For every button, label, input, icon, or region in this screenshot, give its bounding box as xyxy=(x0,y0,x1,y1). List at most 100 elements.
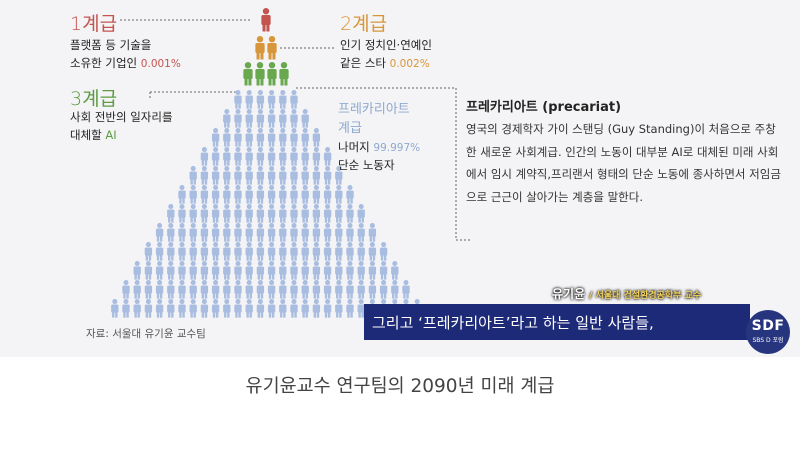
precariat-person-figure xyxy=(267,185,276,204)
precariat-person-figure xyxy=(189,223,197,242)
precariat-person-figure xyxy=(200,280,209,299)
precariat-person-figure xyxy=(279,261,287,280)
precariat-person-figure xyxy=(301,242,309,261)
precariat-person-figure xyxy=(178,261,186,280)
description-body: 영국의 경제학자 가이 스탠딩 (Guy Standing)이 처음으로 주창한… xyxy=(466,122,781,204)
precariat-person-figure xyxy=(368,242,377,261)
precariat-person-figure xyxy=(312,147,321,166)
precariat-person-figure xyxy=(301,280,309,299)
precariat-person-figure xyxy=(200,204,209,223)
precariat-person-figure xyxy=(368,261,377,280)
precariat-person-figure xyxy=(167,261,175,280)
precariat-person-figure xyxy=(256,185,265,204)
precariat-person-figure xyxy=(223,280,231,299)
precariat-person-figure xyxy=(256,204,265,223)
tier2-desc-line1: 인기 정치인·연예인 xyxy=(340,38,432,52)
precariat-person-figure xyxy=(357,299,365,318)
precariat-person-figure xyxy=(245,223,253,242)
precariat-person-figure xyxy=(290,223,298,242)
precariat-person-figure xyxy=(290,147,298,166)
precariat-person-figure xyxy=(323,166,332,185)
tier1-desc-line1: 플랫폼 등 기술을 xyxy=(70,38,152,52)
tier3-desc-line2: 대체할 AI xyxy=(70,126,117,145)
precariat-person-figure xyxy=(223,128,231,147)
precariat-person-figure xyxy=(267,261,276,280)
precariat-person-figure xyxy=(155,299,164,318)
precariat-person-figure xyxy=(301,204,309,223)
precariat-person-figure xyxy=(256,280,265,299)
precariat-person-figure xyxy=(312,261,321,280)
precariat-person-figure xyxy=(290,204,298,223)
precariat-person-figure xyxy=(256,128,265,147)
speaker-name: 유기윤 xyxy=(552,287,586,301)
precariat-person-figure xyxy=(312,166,321,185)
precariat-person-figure xyxy=(189,280,197,299)
precariat-person-figure xyxy=(301,185,309,204)
tier2-desc-text: 같은 스타 xyxy=(340,56,386,70)
precariat-person-figure xyxy=(223,242,231,261)
precariat-person-figure xyxy=(402,280,410,299)
precariat-person-figure xyxy=(267,109,276,128)
precariat-person-figure xyxy=(245,128,253,147)
precariat-person-figure xyxy=(290,261,298,280)
precariat-person-figure xyxy=(346,299,354,318)
precariat-person-figure xyxy=(346,242,354,261)
precariat-desc-line2: 단순 노동자 xyxy=(338,158,395,172)
precariat-person-figure xyxy=(133,280,141,299)
precariat-person-figure xyxy=(167,204,175,223)
precariat-person-figure xyxy=(245,90,253,109)
tier3-label: 3계급 xyxy=(70,88,118,110)
precariat-person-figure xyxy=(245,185,253,204)
precariat-person-figure xyxy=(245,204,253,223)
precariat-person-figure xyxy=(290,128,298,147)
precariat-person-figure xyxy=(391,280,399,299)
image-caption: 유기윤교수 연구팀의 2090년 미래 계급 xyxy=(245,376,555,397)
precariat-person-figure xyxy=(144,299,153,318)
precariat-person-figure xyxy=(323,204,332,223)
precariat-person-figure xyxy=(357,223,365,242)
precariat-person-figure xyxy=(189,166,197,185)
precariat-person-figure xyxy=(279,204,287,223)
precariat-desc-line1: 나머지 99.997% xyxy=(338,138,420,158)
precariat-person-figure xyxy=(267,166,276,185)
precariat-person-figure xyxy=(267,280,276,299)
precariat-person-figure xyxy=(189,242,197,261)
source-credit: 자료: 서울대 유기윤 교수팀 xyxy=(86,328,206,340)
logo-sub-text: SBS D 포럼 xyxy=(752,337,784,344)
precariat-person-figure xyxy=(189,185,197,204)
precariat-person-figure xyxy=(301,166,309,185)
tier3-person-figure xyxy=(279,62,289,86)
precariat-person-figure xyxy=(290,166,298,185)
precariat-person-figure xyxy=(312,128,321,147)
precariat-person-figure xyxy=(279,147,287,166)
tier2-person-figure xyxy=(255,36,265,60)
precariat-person-figure xyxy=(167,280,175,299)
precariat-person-figure xyxy=(223,185,231,204)
precariat-person-figure xyxy=(323,185,332,204)
precariat-person-figure xyxy=(335,242,343,261)
tier3-person-figure xyxy=(255,62,265,86)
precariat-person-figure xyxy=(357,261,365,280)
precariat-person-figure xyxy=(256,90,265,109)
precariat-person-figure xyxy=(211,128,220,147)
precariat-person-figure xyxy=(290,242,298,261)
precariat-person-figure xyxy=(267,242,276,261)
precariat-person-figure xyxy=(234,185,242,204)
precariat-person-figure xyxy=(256,147,265,166)
tier1-label: 1계급 xyxy=(70,13,118,35)
precariat-person-figure xyxy=(256,223,265,242)
precariat-person-figure xyxy=(245,299,253,318)
precariat-label: 프레카리아트 xyxy=(338,102,410,117)
precariat-person-figure xyxy=(234,128,242,147)
precariat-person-figure xyxy=(234,223,242,242)
precariat-person-figure xyxy=(290,185,298,204)
precariat-person-figure xyxy=(256,261,265,280)
precariat-person-figure xyxy=(122,299,130,318)
precariat-person-figure xyxy=(290,109,298,128)
precariat-person-figure xyxy=(144,261,153,280)
precariat-person-figure xyxy=(379,242,388,261)
precariat-person-figure xyxy=(200,166,209,185)
precariat-person-figure xyxy=(279,242,287,261)
tier2-desc-line2: 같은 스타 0.002% xyxy=(340,54,430,74)
precariat-person-figure xyxy=(155,223,164,242)
